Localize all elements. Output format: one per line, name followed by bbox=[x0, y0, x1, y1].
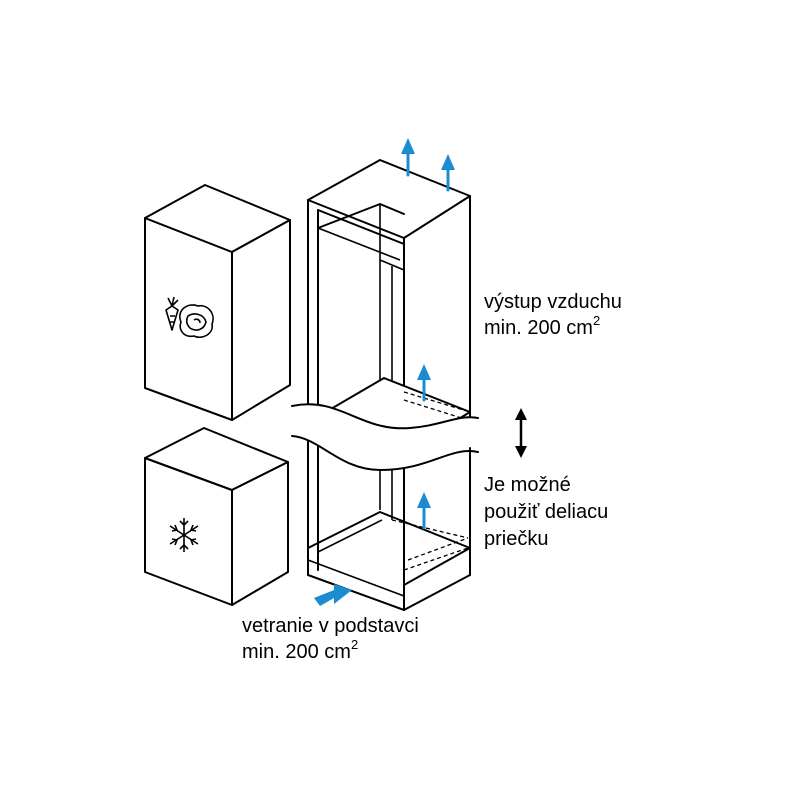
cabbage-icon bbox=[179, 304, 214, 339]
divider-label: Je možné použiť deliacu priečku bbox=[484, 474, 608, 550]
cut-band bbox=[291, 403, 479, 477]
niche-cabinet bbox=[307, 159, 471, 611]
divider-label-line3: priečku bbox=[484, 528, 548, 550]
double-arrow-icon bbox=[515, 408, 527, 458]
arrow-up-icon bbox=[417, 364, 431, 402]
arrow-up-icon bbox=[401, 138, 415, 177]
arrow-up-icon bbox=[417, 492, 431, 530]
air-outlet-label-line2: min. 200 cm2 bbox=[484, 313, 600, 339]
air-outlet-label-line1: výstup vzduchu bbox=[484, 291, 622, 313]
fridge-door bbox=[144, 184, 291, 421]
carrot-icon bbox=[165, 296, 179, 331]
arrow-up-icon bbox=[441, 154, 455, 192]
arrow-right-icon bbox=[314, 584, 352, 606]
air-flow-arrows bbox=[314, 138, 455, 606]
air-outlet-label: výstup vzduchu min. 200 cm2 bbox=[484, 291, 622, 339]
snowflake-icon bbox=[169, 518, 199, 552]
divider-label-line2: použiť deliacu bbox=[484, 501, 608, 523]
plinth-label-line2: min. 200 cm2 bbox=[242, 637, 358, 663]
plinth-label: vetranie v podstavci min. 200 cm2 bbox=[242, 615, 419, 663]
plinth-label-line1: vetranie v podstavci bbox=[242, 615, 419, 637]
divider-label-line1: Je možné bbox=[484, 474, 571, 496]
freezer-door bbox=[144, 427, 289, 606]
